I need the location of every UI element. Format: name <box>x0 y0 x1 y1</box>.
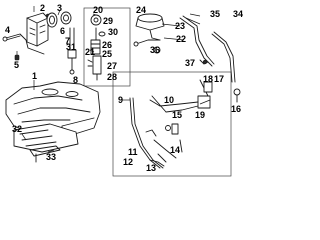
callout-23: 23 <box>175 21 185 31</box>
callout-33: 33 <box>46 152 56 162</box>
callout-12: 12 <box>123 157 133 167</box>
callout-14: 14 <box>170 145 180 155</box>
grommet-part-16 <box>233 88 241 103</box>
callout-17: 17 <box>214 74 224 84</box>
fuel-system-parts-diagram: 1 2 3 4 5 6 7 8 9 10 11 12 13 14 15 16 1… <box>2 3 243 177</box>
long-line-part-34-35 <box>179 15 236 83</box>
pump-cap-part <box>46 12 58 28</box>
callout-25: 25 <box>102 49 112 59</box>
callout-34: 34 <box>233 9 243 19</box>
clip-part-37 <box>199 59 209 65</box>
callout-31: 31 <box>66 42 76 52</box>
callout-32: 32 <box>12 124 22 134</box>
sender-unit-part <box>67 27 77 75</box>
callout-30: 30 <box>108 27 118 37</box>
callout-37: 37 <box>185 58 195 68</box>
callout-leaders <box>16 6 211 153</box>
callout-29: 29 <box>103 16 113 26</box>
fuel-pump-assembly-part <box>87 14 106 81</box>
filler-pipe-upper-part <box>135 13 165 41</box>
fuel-line-inset-frame <box>112 71 232 177</box>
canister-part <box>26 12 51 47</box>
callout-4: 4 <box>5 25 10 35</box>
fuel-pump-inset-frame <box>83 7 131 87</box>
callout-28: 28 <box>107 72 117 82</box>
callout-35: 35 <box>210 9 220 19</box>
callout-36: 36 <box>150 45 160 55</box>
callout-22: 22 <box>176 34 186 44</box>
callout-21: 21 <box>85 47 95 57</box>
callout-13: 13 <box>146 163 156 173</box>
callout-labels: 1 2 3 4 5 6 7 8 9 10 11 12 13 14 15 16 1… <box>5 3 243 173</box>
vent-line-part <box>2 33 45 55</box>
callout-6: 6 <box>60 26 65 36</box>
filler-neck-assembly-part <box>129 79 213 169</box>
callout-9: 9 <box>118 95 123 105</box>
heat-shield-part <box>13 123 79 153</box>
callout-2: 2 <box>40 3 45 13</box>
tank-strap-part <box>29 145 61 163</box>
callout-24: 24 <box>136 5 146 15</box>
callout-15: 15 <box>172 110 182 120</box>
lower-hose-part <box>149 159 165 167</box>
callout-27: 27 <box>107 61 117 71</box>
callout-7: 7 <box>65 36 70 46</box>
ring-part-36 <box>153 46 161 54</box>
hose-part-22 <box>133 39 161 47</box>
fuel-tank-part <box>5 81 101 139</box>
callout-19: 19 <box>195 110 205 120</box>
callout-3: 3 <box>57 3 62 13</box>
ring-part-6 <box>60 11 72 25</box>
callout-20: 20 <box>93 5 103 15</box>
callout-1: 1 <box>32 71 37 81</box>
callout-18: 18 <box>203 74 213 84</box>
callout-10: 10 <box>164 95 174 105</box>
callout-5: 5 <box>14 60 19 70</box>
callout-26: 26 <box>102 40 112 50</box>
callout-16: 16 <box>231 104 241 114</box>
callout-8: 8 <box>73 75 78 85</box>
callout-11: 11 <box>128 147 138 157</box>
